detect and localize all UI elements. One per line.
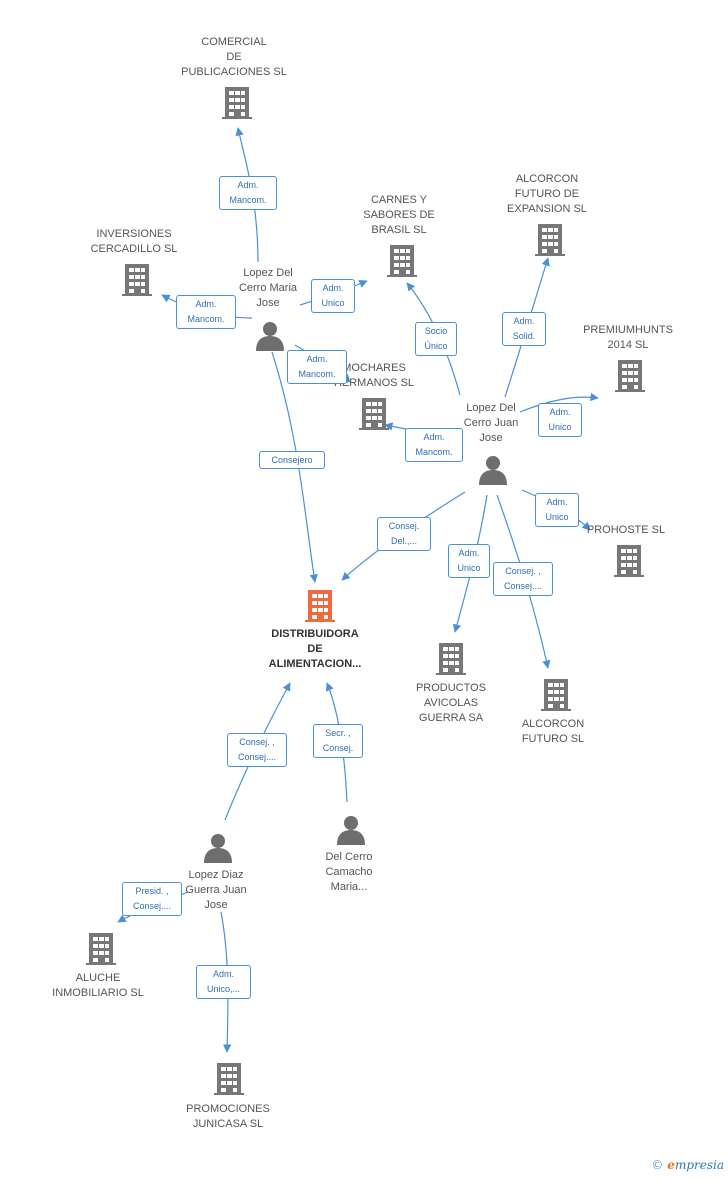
relation-label[interactable]: Adm. Unico	[535, 493, 579, 527]
building-icon[interactable]	[387, 245, 417, 282]
building-icon[interactable]	[86, 933, 116, 970]
company-name[interactable]: ALCORCON FUTURO SL	[521, 718, 585, 745]
person-icon[interactable]	[255, 321, 285, 356]
brand-footer[interactable]: ©empresia	[651, 1158, 724, 1172]
main-company-name[interactable]: DISTRIBUIDORA DE ALIMENTACION...	[268, 628, 362, 670]
person-name[interactable]: Lopez Del Cerro Juan Jose	[463, 402, 519, 444]
building-icon[interactable]	[222, 87, 252, 124]
company-name[interactable]: CARNES Y SABORES DE BRASIL SL	[363, 194, 435, 236]
company-name[interactable]: PROHOSTE SL	[586, 524, 666, 536]
relation-label[interactable]: Consej. , Consej....	[493, 562, 553, 596]
brand-logo-text: mpresia	[674, 1158, 724, 1172]
company-name[interactable]: MOCHARES HERMANOS SL	[333, 362, 415, 389]
building-icon[interactable]	[436, 643, 466, 680]
relation-label[interactable]: Adm. Mancom.	[287, 350, 347, 384]
building-icon[interactable]	[535, 224, 565, 261]
person-name[interactable]: Lopez Diaz Guerra Juan Jose	[185, 869, 247, 911]
relation-label[interactable]: Consej. Del.,...	[377, 517, 431, 551]
relation-label[interactable]: Adm. Mancom.	[405, 428, 463, 462]
person-icon[interactable]	[203, 833, 233, 868]
relation-label[interactable]: Consej. , Consej....	[227, 733, 287, 767]
relation-label[interactable]: Adm. Solid.	[502, 312, 546, 346]
company-name[interactable]: ALCORCON FUTURO DE EXPANSION SL	[507, 173, 587, 215]
building-icon[interactable]	[359, 398, 389, 435]
edge-line	[271, 351, 318, 583]
company-name[interactable]: PREMIUMHUNTS 2014 SL	[583, 324, 673, 351]
company-name[interactable]: COMERCIAL DE PUBLICACIONES SL	[181, 36, 287, 78]
relation-label[interactable]: Presid. , Consej....	[122, 882, 182, 916]
relation-label[interactable]: Adm. Mancom.	[176, 295, 236, 329]
relation-label[interactable]: Adm. Unico	[538, 403, 582, 437]
relation-label[interactable]: Socio Único	[415, 322, 457, 356]
company-name[interactable]: PRODUCTOS AVICOLAS GUERRA SA	[415, 682, 487, 724]
company-name[interactable]: INVERSIONES CERCADILLO SL	[90, 228, 178, 255]
brand-logo-e: e	[667, 1158, 675, 1172]
relation-label[interactable]: Secr. , Consej.	[313, 724, 363, 758]
company-name[interactable]: PROMOCIONES JUNICASA SL	[186, 1103, 270, 1130]
relation-label[interactable]: Consejero	[259, 451, 325, 469]
building-icon[interactable]	[214, 1063, 244, 1100]
building-icon[interactable]	[541, 679, 571, 716]
building-icon[interactable]	[614, 545, 644, 582]
person-icon[interactable]	[478, 455, 508, 490]
relation-label[interactable]: Adm. Unico	[448, 544, 490, 578]
copyright-symbol: ©	[651, 1158, 664, 1172]
main-company-building-icon[interactable]	[305, 590, 335, 627]
person-name[interactable]: Del Cerro Camacho Maria...	[325, 851, 373, 893]
relation-label[interactable]: Adm. Unico	[311, 279, 355, 313]
relation-label[interactable]: Adm. Mancom.	[219, 176, 277, 210]
building-icon[interactable]	[615, 360, 645, 397]
relation-label[interactable]: Adm. Unico,...	[196, 965, 251, 999]
building-icon[interactable]	[122, 264, 152, 301]
edge-line	[519, 392, 599, 413]
person-icon[interactable]	[336, 815, 366, 850]
person-name[interactable]: Lopez Del Cerro Maria Jose	[238, 267, 298, 309]
company-name[interactable]: ALUCHE INMOBILIARIO SL	[52, 972, 144, 999]
